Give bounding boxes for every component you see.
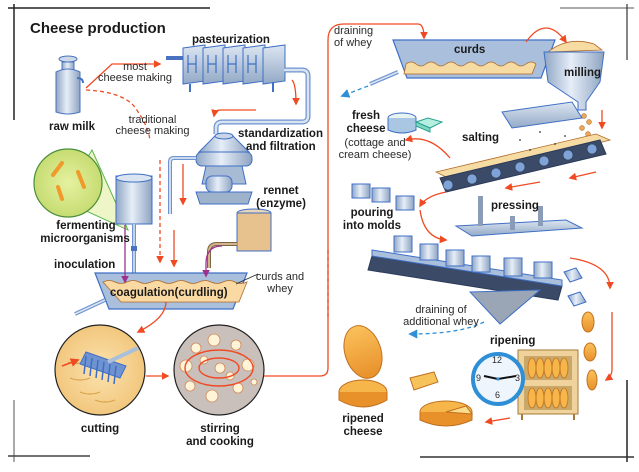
label-ripening: ripening bbox=[490, 335, 536, 347]
cheese-discs-icon bbox=[581, 311, 598, 391]
label-stirring: stirring bbox=[200, 423, 240, 435]
rennet-tank-icon bbox=[207, 208, 272, 268]
clock-icon bbox=[471, 352, 525, 406]
clock-numeral-6: 6 bbox=[495, 390, 501, 400]
label-and-cooking: and cooking bbox=[186, 436, 254, 448]
clock-numeral-9: 9 bbox=[476, 373, 482, 383]
label-additional-whey: additional whey bbox=[403, 316, 479, 328]
label-and-filtration: and filtration bbox=[246, 141, 316, 153]
inoculation-arrows bbox=[121, 225, 223, 284]
label-enzyme: (enzyme) bbox=[256, 198, 306, 210]
frame-corners bbox=[8, 4, 634, 462]
clock-numeral-12: 12 bbox=[492, 355, 503, 365]
molds-icon bbox=[351, 183, 415, 211]
label-most: most bbox=[123, 61, 147, 73]
label-cheese: cheese bbox=[346, 123, 386, 135]
label-draining-of: draining of bbox=[415, 304, 467, 316]
label-standardization: standardization bbox=[238, 128, 323, 140]
stirring-circle-icon bbox=[173, 324, 265, 416]
ripened-cheese-icon bbox=[338, 325, 474, 427]
salting-conveyor-icon bbox=[434, 101, 612, 193]
label-fermenting: fermenting bbox=[56, 220, 116, 232]
label-pouring: pouring bbox=[350, 207, 394, 219]
cutting-circle-icon bbox=[54, 324, 146, 416]
label-pressing: pressing bbox=[491, 200, 539, 212]
label-curds-and: curds and bbox=[255, 271, 305, 283]
pasteurizer-icon bbox=[166, 44, 311, 134]
label-ripened: ripened bbox=[342, 413, 384, 425]
ripening-shelf-icon bbox=[517, 349, 579, 420]
label-microorganisms: microorganisms bbox=[40, 233, 130, 245]
label-traditional: traditional bbox=[128, 114, 177, 126]
milling-hopper-icon bbox=[543, 40, 605, 155]
diagram-title: Cheese production bbox=[30, 20, 166, 37]
microorganism-magnifier bbox=[33, 148, 129, 232]
label-traditional-cheese-making: cheese making bbox=[115, 125, 190, 137]
label-of-whey: of whey bbox=[334, 37, 372, 49]
label-ripened-cheese: cheese bbox=[343, 426, 383, 438]
label-coagulation: coagulation(curdling) bbox=[110, 287, 228, 299]
label-pasteurization: pasteurization bbox=[192, 34, 270, 46]
whey-drain-arrows bbox=[340, 85, 485, 339]
label-cream-cheese: cream cheese) bbox=[338, 149, 412, 161]
clock-numeral-3: 3 bbox=[515, 373, 521, 383]
label-cutting: cutting bbox=[80, 423, 120, 435]
curds-vat-icon bbox=[369, 39, 556, 86]
label-fresh: fresh bbox=[351, 110, 381, 122]
label-salting: salting bbox=[462, 132, 500, 144]
label-rennet: rennet bbox=[263, 185, 299, 197]
label-draining: draining bbox=[334, 25, 374, 37]
coagulation-vat-icon bbox=[74, 272, 259, 316]
label-inoculation: inoculation bbox=[54, 259, 116, 271]
label-whey: whey bbox=[267, 283, 293, 295]
label-curds: curds bbox=[454, 44, 486, 56]
pressing-conveyor-icon bbox=[367, 196, 587, 325]
separator-icon bbox=[168, 132, 253, 214]
label-cottage-and: (cottage and bbox=[344, 137, 406, 149]
fresh-cheese-icon bbox=[387, 112, 444, 134]
starter-tank-icon bbox=[115, 173, 153, 277]
label-milling: milling bbox=[564, 67, 602, 79]
label-into-molds: into molds bbox=[342, 220, 402, 232]
label-raw-milk: raw milk bbox=[48, 121, 96, 133]
label-most-cheese-making: cheese making bbox=[98, 72, 172, 84]
flow-arrows bbox=[85, 23, 614, 425]
milk-can-icon bbox=[55, 55, 84, 115]
